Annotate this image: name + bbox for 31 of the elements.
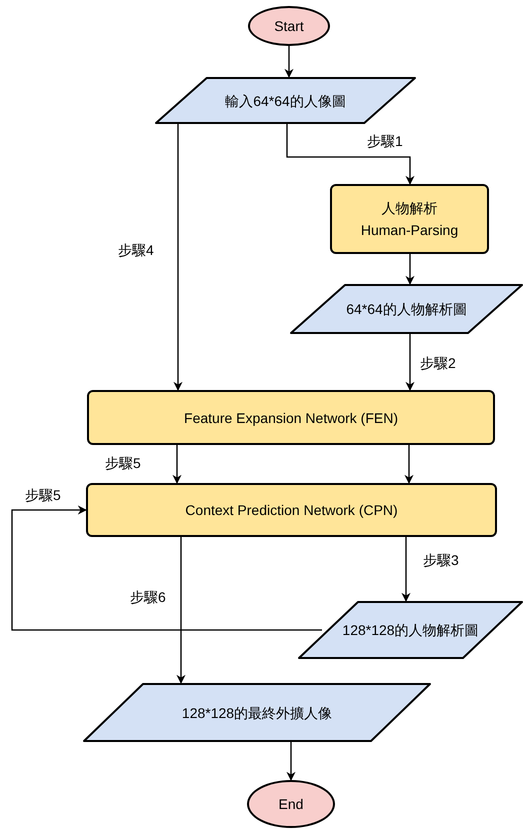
edge-label: 步驟1 xyxy=(367,132,403,150)
arrow xyxy=(11,505,322,631)
process-box xyxy=(330,184,489,254)
arrow xyxy=(404,445,414,484)
node-text: 64*64的人物解析圖 xyxy=(346,300,467,319)
node-text: Start xyxy=(274,17,304,36)
arrow xyxy=(401,537,411,602)
arrow xyxy=(176,537,186,684)
edge-label: 步驟2 xyxy=(420,354,456,372)
node-text: 人物解析 xyxy=(382,199,438,218)
node-text: 128*128的人物解析圖 xyxy=(342,621,479,640)
node-text: End xyxy=(278,795,304,814)
arrow xyxy=(173,124,183,391)
node-text: Human-Parsing xyxy=(360,221,458,240)
arrow xyxy=(286,124,415,185)
node-text: 輸入64*64的人像圖 xyxy=(225,92,346,110)
node-text: Context Prediction Network (CPN) xyxy=(185,501,398,520)
process-box xyxy=(87,390,495,445)
edge-label: 步驟6 xyxy=(130,588,166,606)
arrow xyxy=(284,46,294,78)
arrow xyxy=(405,254,415,285)
arrow xyxy=(286,742,296,781)
arrow xyxy=(172,445,182,484)
arrow xyxy=(405,334,415,391)
edge-label: 步驟5 xyxy=(105,454,141,472)
edge-label: 步驟5 xyxy=(25,486,61,504)
node-text: 128*128的最終外擴人像 xyxy=(182,704,332,722)
node-text: Feature Expansion Network (FEN) xyxy=(184,408,398,428)
edge-label: 步驟4 xyxy=(118,241,154,259)
edge-label: 步驟3 xyxy=(423,551,459,569)
process-box xyxy=(86,483,497,537)
